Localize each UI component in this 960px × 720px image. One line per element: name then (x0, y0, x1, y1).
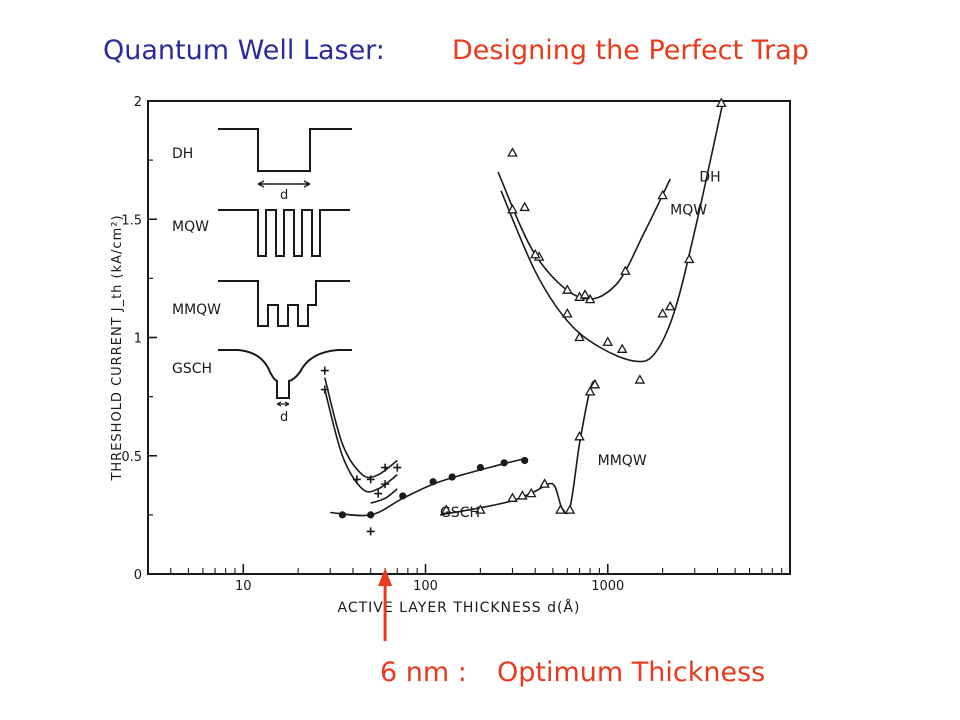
dh-point (562, 308, 573, 318)
dh-point (634, 374, 646, 384)
dh-point (574, 331, 585, 342)
y-tick-label: 0 (134, 568, 142, 583)
series-label-gsch: GSCH (440, 505, 480, 521)
series-4-point (393, 463, 402, 472)
curve-series-4 (324, 377, 398, 479)
series-4-point (320, 366, 329, 375)
data-points (320, 97, 727, 536)
dh-point (683, 253, 695, 264)
inset-label-gsch: GSCH (172, 361, 212, 377)
inset-label-mmqw: MMQW (172, 302, 221, 318)
mqw-point (529, 248, 541, 259)
mmqw-point (517, 490, 528, 500)
band-diagram-inset (218, 128, 352, 407)
mmqw-point (564, 504, 576, 514)
x-tick-label: 100 (413, 579, 438, 594)
y-tick-label: 1.5 (121, 213, 142, 228)
dh-point (584, 293, 596, 304)
mmqw-point (555, 504, 566, 514)
curve-dh (500, 100, 724, 363)
band-diagram-dh (218, 128, 352, 172)
gsch-point (338, 511, 347, 519)
dh-point (664, 300, 676, 311)
gsch-point (448, 473, 456, 481)
y-tick-label: 2 (134, 95, 142, 110)
band-diagram-mqw (218, 209, 350, 257)
mmqw-point (525, 487, 537, 498)
optimum-arrow (378, 568, 393, 641)
fit-curves (324, 100, 724, 517)
inset-label-dh: DH (172, 146, 193, 162)
mmqw-point (574, 430, 585, 441)
curve-series-5 (324, 389, 398, 493)
x-axis-label: ACTIVE LAYER THICKNESS d(Å) (338, 599, 581, 616)
mqw-point (579, 289, 591, 299)
caption-part-2: Optimum Thickness (497, 657, 766, 688)
mqw-point (507, 147, 518, 157)
series-label-mmqw: MMQW (598, 453, 647, 469)
dh-point (602, 336, 614, 346)
chart-frame (147, 100, 791, 575)
dh-point (616, 343, 628, 353)
dh-point (507, 203, 518, 214)
dh-point (716, 97, 727, 108)
mmqw-point (507, 492, 518, 502)
y-tick-label: 0.5 (121, 450, 142, 465)
series-4-point (366, 475, 375, 484)
series-4-point (352, 475, 361, 484)
gsch-point (476, 463, 484, 472)
x-tick-label: 1000 (591, 579, 624, 594)
inset-d-label-1: d (280, 410, 288, 425)
band-diagram-mmqw (218, 280, 350, 327)
inset-label-mqw: MQW (172, 219, 209, 235)
series-4-point (366, 527, 375, 536)
series-label-mqw: MQW (670, 203, 707, 219)
gsch-point (399, 492, 407, 500)
gsch-point (367, 511, 375, 519)
title-part-1: Quantum Well Laser: (103, 35, 385, 66)
mmqw-point (475, 504, 486, 514)
dimension-arrow-dh (257, 180, 311, 188)
caption-part-1: 6 nm : (380, 657, 467, 688)
gsch-point (500, 459, 508, 467)
mqw-point (657, 189, 668, 200)
curve-mmqw (439, 379, 597, 516)
mmqw-point (539, 478, 550, 488)
curve-mqw (497, 171, 671, 300)
plot-border (147, 100, 791, 575)
mmqw-point (589, 378, 601, 389)
y-axis-label: THRESHOLD CURRENT J_th (kA/cm²) (110, 214, 125, 481)
mqw-point (620, 265, 631, 275)
dh-point (657, 308, 668, 318)
dh-point (562, 284, 573, 294)
mmqw-point (584, 386, 596, 396)
dimension-arrow-gsch (276, 401, 290, 407)
band-diagram-gsch (218, 349, 352, 399)
y-tick-label: 1 (134, 332, 142, 347)
series-4-point (320, 385, 329, 394)
series-4-point (374, 489, 383, 498)
series-4-point (381, 463, 390, 472)
gsch-point (429, 478, 437, 486)
dh-point (519, 201, 530, 212)
mmqw-point (440, 504, 452, 514)
title-part-2: Designing the Perfect Trap (452, 35, 809, 66)
optimum-arrow-head (378, 568, 393, 586)
gsch-point (521, 456, 529, 465)
inset-d-label-0: d (280, 188, 288, 203)
series-4-point (381, 480, 390, 489)
curve-series-6 (370, 488, 398, 504)
x-tick-label: 10 (235, 579, 252, 594)
series-label-dh: DH (699, 169, 720, 185)
